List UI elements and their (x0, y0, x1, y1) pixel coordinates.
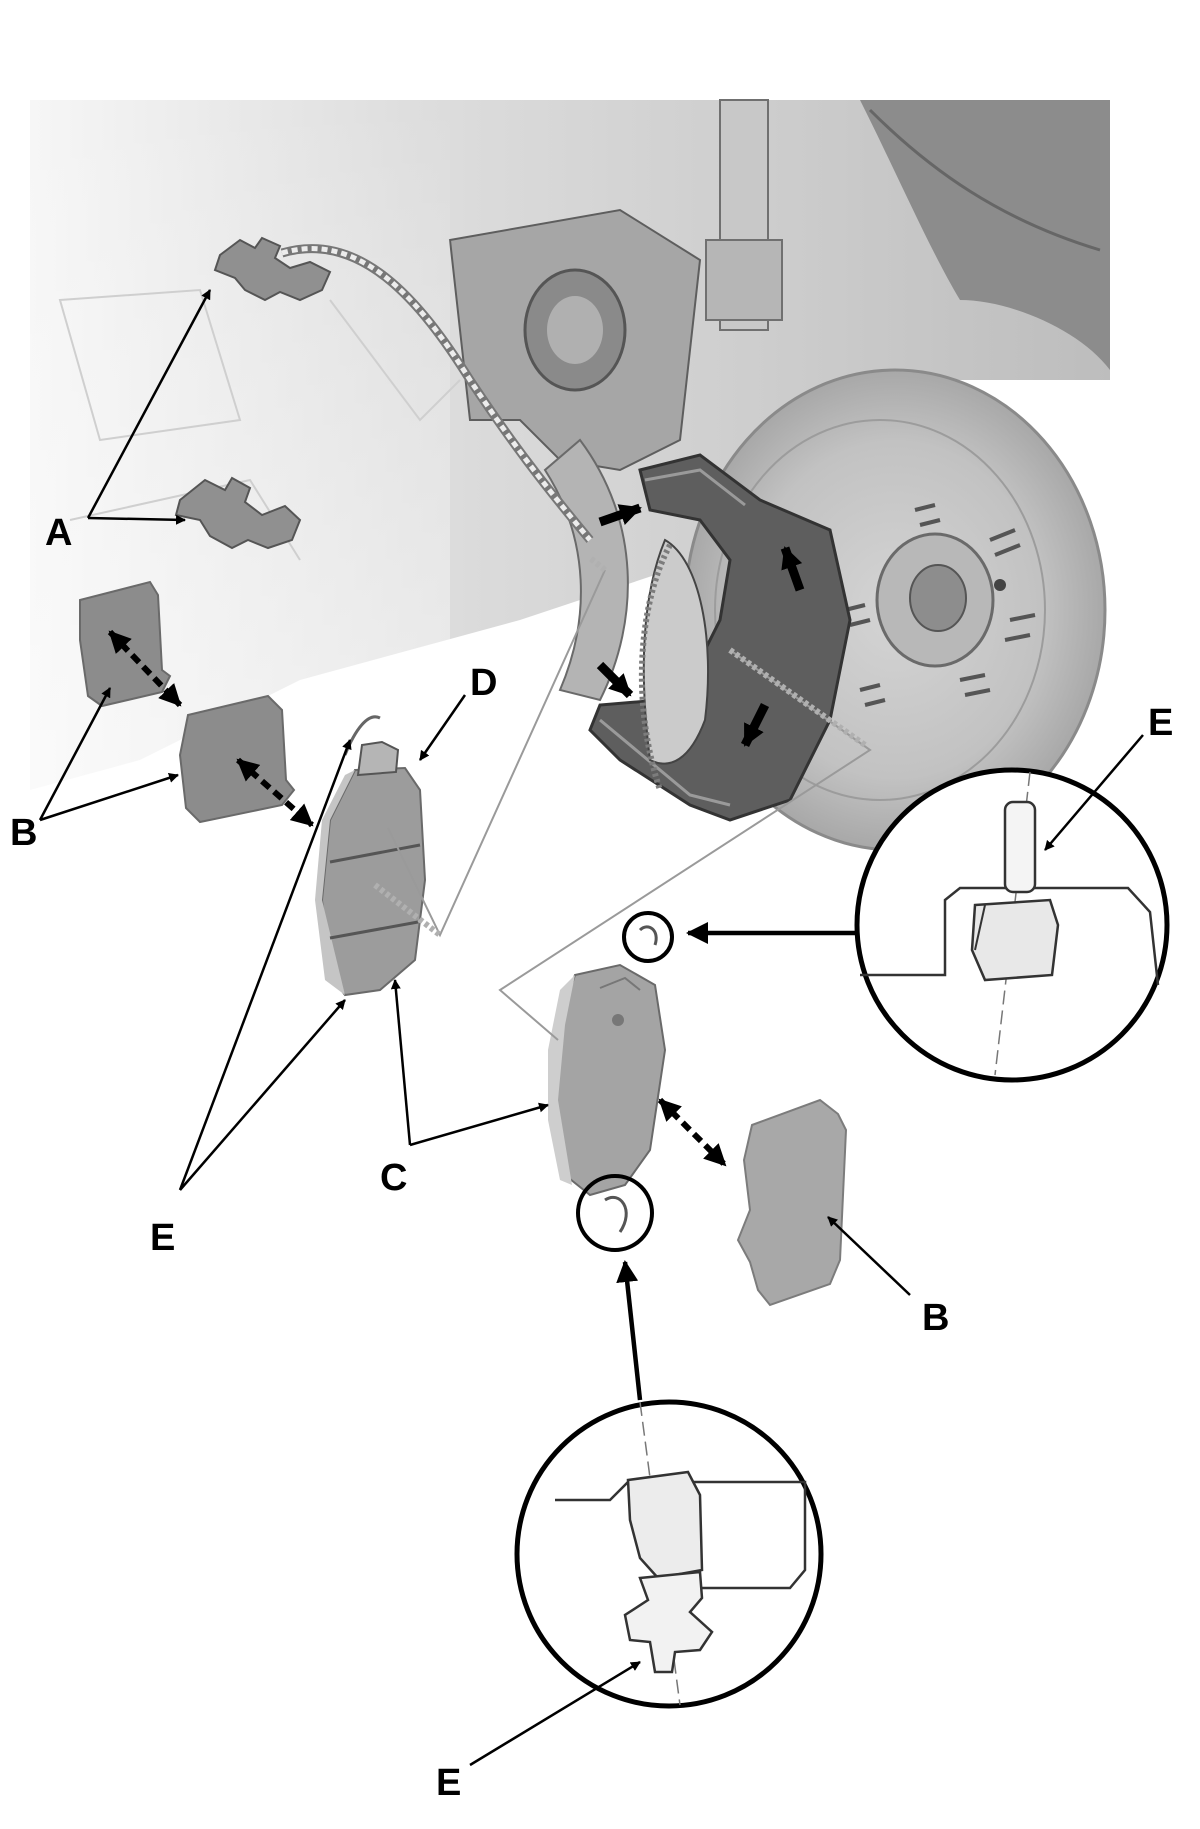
callout-e-top-detail: E (1148, 702, 1173, 744)
zoom-detail-bottom (514, 1399, 824, 1709)
callout-b-right: B (922, 1297, 949, 1339)
install-arrows (596, 503, 805, 748)
detail-circle-bottom (576, 1174, 654, 1252)
shim-outer-2 (178, 694, 296, 824)
callout-a: A (45, 512, 72, 554)
projection-lines (373, 555, 872, 1041)
pad-retainer-clip-lower (174, 476, 302, 550)
callout-c: C (380, 1157, 407, 1199)
assembly-arrows (107, 629, 728, 1168)
wear-indicator (356, 740, 400, 777)
brake-pad-outer (315, 715, 427, 997)
zoom-pointer-arrows (616, 922, 855, 1401)
leader-lines (38, 289, 1144, 1767)
brake-pad-inner (548, 963, 667, 1197)
callout-e-left: E (150, 1217, 175, 1259)
pad-retainer-clip-upper (213, 236, 332, 302)
callout-d: D (470, 662, 497, 704)
callout-e-bottom-detail: E (436, 1762, 461, 1804)
zoom-detail-top (854, 767, 1170, 1083)
callout-b-left: B (10, 812, 37, 854)
detail-circle-top (622, 911, 674, 963)
shim-inner (736, 1098, 848, 1307)
